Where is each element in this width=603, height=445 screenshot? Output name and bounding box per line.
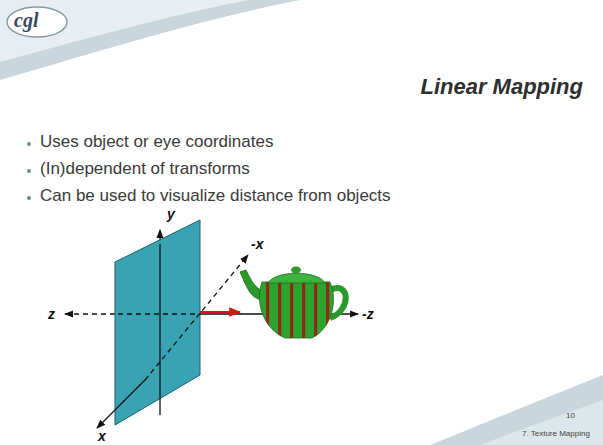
projection-arrow (200, 311, 240, 313)
bullet-dot (27, 142, 31, 146)
z-axis-dashed (65, 313, 118, 314)
logo-badge (7, 7, 67, 37)
bullet-text: Uses object or eye coordinates (40, 132, 273, 152)
teapot (240, 267, 346, 351)
axis-label: y (167, 206, 175, 222)
y-axis (159, 244, 160, 415)
header-swoosh (0, 0, 300, 80)
logo-text: cgl (14, 9, 38, 32)
x-axis-solid (97, 380, 145, 428)
bullet-dot (27, 196, 31, 200)
slide-title: Linear Mapping (420, 74, 583, 100)
bullet-text: Can be used to visualize distance from o… (40, 186, 391, 206)
mapping-plane (115, 220, 200, 425)
axis-label: x (98, 428, 106, 444)
footer-swoosh (430, 375, 603, 445)
z-axis-mid (118, 313, 200, 314)
bullet-dot (27, 169, 31, 173)
x-axis-dashed (145, 255, 248, 380)
page-number: 10 (566, 411, 575, 420)
axis-label: -x (251, 236, 263, 252)
axis-label: -z (362, 306, 374, 322)
header-swoosh-inner (0, 0, 250, 62)
footer-swoosh-inner (480, 400, 603, 445)
footer-text: 7. Texture Mapping (522, 429, 590, 438)
bullet-text: (In)dependent of transforms (40, 159, 250, 179)
axis-label: z (48, 306, 55, 322)
